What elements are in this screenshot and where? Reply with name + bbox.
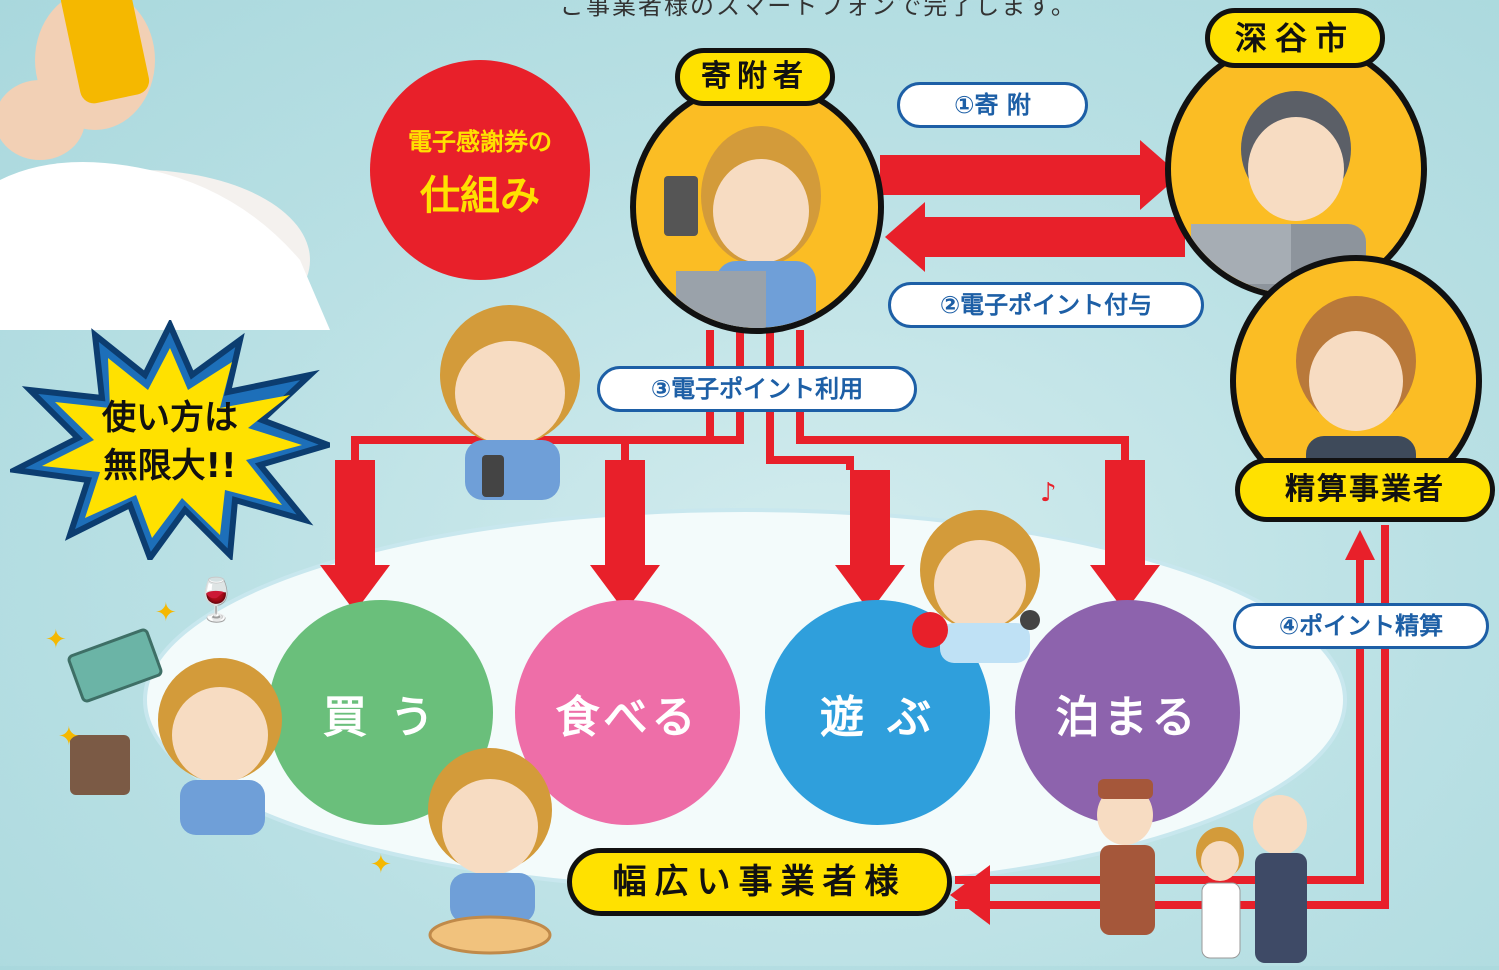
- boots-icon: [70, 735, 130, 795]
- donor-illustration: [630, 80, 884, 334]
- settlement-up-arrowhead: [1345, 530, 1375, 560]
- businesses-label: 幅広い事業者様: [567, 848, 952, 916]
- singing-girl-illustration: [900, 505, 1060, 665]
- eating-girl-illustration: [415, 745, 565, 960]
- step-point-settlement: ④ポイント精算: [1233, 603, 1489, 649]
- shopping-girl-illustration: [150, 655, 290, 835]
- usage-down-arrows: [320, 460, 1160, 612]
- step-point-usage: ③電子ポイント利用: [597, 366, 917, 412]
- top-caption: ご事業者様のスマートフォンで完了します。: [560, 0, 1077, 20]
- city-official-illustration: [1165, 38, 1427, 300]
- mechanism-badge-line2: 仕組み: [420, 173, 540, 219]
- arrow-points-shaft: [925, 217, 1185, 257]
- mechanism-badge-line1: 電子感謝券の: [408, 128, 552, 156]
- mechanism-badge: 電子感謝券の 仕組み: [370, 60, 590, 280]
- woman-with-phone-illustration: [0, 0, 330, 350]
- donor-label: 寄附者: [675, 48, 835, 106]
- wine-glasses-icon: 🍷: [190, 575, 243, 624]
- sparkle-icon: ✦: [45, 625, 67, 655]
- hotel-staff-and-guests-illustration: [1080, 765, 1320, 966]
- sparkle-icon: ✦: [370, 850, 392, 880]
- sparkle-icon: ✦: [155, 598, 177, 628]
- category-eat: 食べる: [515, 600, 740, 825]
- arrow-points-head: [885, 202, 925, 272]
- city-label: 深谷市: [1205, 8, 1385, 68]
- arrow-donation-head: [1140, 140, 1180, 210]
- starburst-icon: [5, 317, 338, 565]
- unlimited-line1: 使い方は: [102, 398, 238, 438]
- unlimited-burst: 使い方は 無限大!!: [5, 317, 338, 565]
- settlement-lines: [955, 525, 1389, 909]
- settlement-left-arrowhead: [950, 865, 990, 925]
- step-point-grant: ②電子ポイント付与: [888, 282, 1204, 328]
- music-note-icon: ♪: [1040, 478, 1057, 508]
- arrow-donation-shaft: [880, 155, 1140, 195]
- sparkle-icon: ✦: [58, 722, 80, 752]
- unlimited-line2: 無限大!!: [103, 446, 237, 486]
- settlement-label: 精算事業者: [1235, 458, 1495, 522]
- girl-with-phone-illustration: [430, 305, 590, 505]
- step-donation: ①寄 附: [897, 82, 1088, 128]
